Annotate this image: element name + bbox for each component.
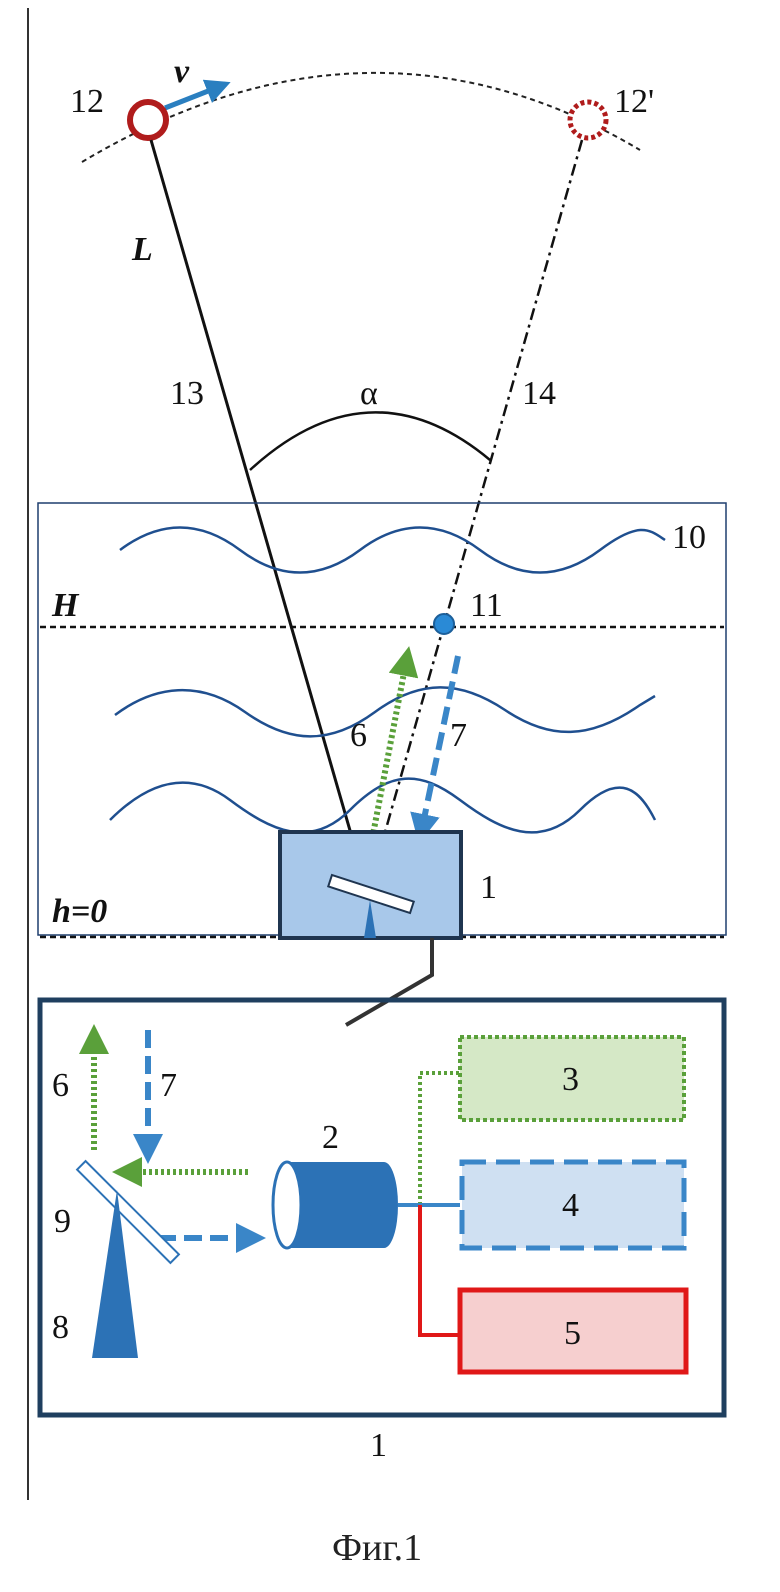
label-block-4: 4 xyxy=(562,1187,579,1224)
label-receiver-2: 2 xyxy=(322,1119,339,1156)
wave-3 xyxy=(110,779,655,833)
label-velocity: v xyxy=(174,53,190,90)
label-point-11: 11 xyxy=(470,587,503,624)
label-stand-8: 8 xyxy=(52,1309,69,1346)
satellite-12-prime xyxy=(570,102,606,138)
label-detail-beam-6: 6 xyxy=(52,1067,69,1104)
wire-to-block-3 xyxy=(420,1073,460,1205)
label-level-h: H xyxy=(51,587,80,624)
label-satellite-12: 12 xyxy=(70,83,104,120)
detail-connector xyxy=(346,938,432,1025)
label-level-zero: h=0 xyxy=(52,893,107,930)
wave-1 xyxy=(120,528,665,573)
label-beam-6: 6 xyxy=(350,717,367,754)
label-device-1: 1 xyxy=(480,869,497,906)
wire-to-block-5 xyxy=(420,1205,460,1335)
satellite-12 xyxy=(130,102,166,138)
ray-13 xyxy=(151,140,366,886)
label-block-3: 3 xyxy=(562,1061,579,1098)
label-block-5: 5 xyxy=(564,1315,581,1352)
label-mirror-9: 9 xyxy=(54,1203,71,1240)
label-distance-l: L xyxy=(131,231,153,268)
figure-caption: Фиг.1 xyxy=(332,1527,422,1569)
angle-arc xyxy=(250,412,490,470)
label-ray-14: 14 xyxy=(522,375,556,412)
label-detail-device-1: 1 xyxy=(370,1427,387,1464)
label-detail-beam-7: 7 xyxy=(160,1067,177,1104)
label-beam-7: 7 xyxy=(450,717,467,754)
label-satellite-12-prime: 12' xyxy=(614,83,654,120)
receiver-2-face xyxy=(273,1162,301,1248)
mirror-9 xyxy=(77,1161,179,1263)
label-angle: α xyxy=(360,375,378,412)
wave-2 xyxy=(115,687,655,736)
ray-14 xyxy=(372,140,582,878)
label-medium-10: 10 xyxy=(672,519,706,556)
point-11 xyxy=(434,614,454,634)
receiver-2-end xyxy=(370,1162,398,1248)
label-ray-13: 13 xyxy=(170,375,204,412)
